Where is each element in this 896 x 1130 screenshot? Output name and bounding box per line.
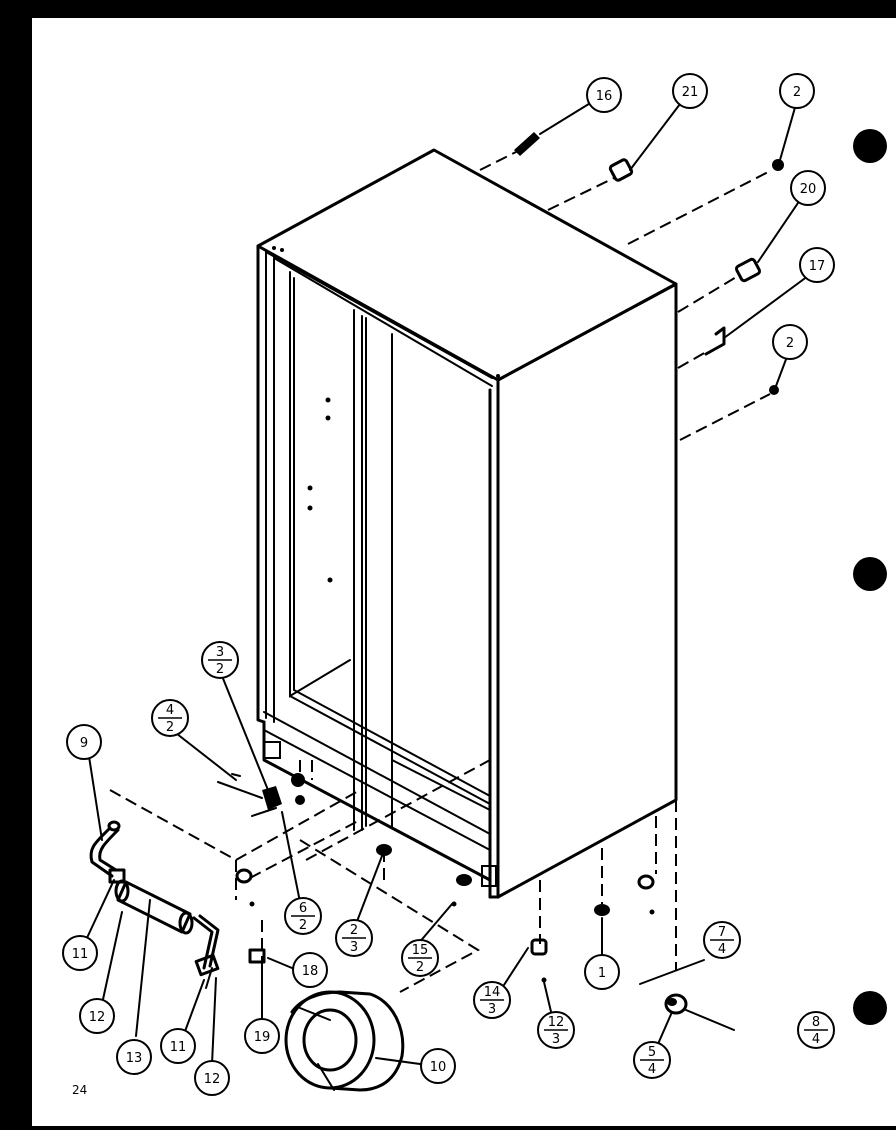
svg-text:11: 11 (72, 947, 89, 962)
svg-text:2: 2 (299, 918, 307, 933)
callout-4-over-2: 42 (151, 699, 189, 737)
svg-text:13: 13 (126, 1051, 143, 1066)
callout-17: 17 (799, 247, 835, 283)
svg-text:3: 3 (552, 1032, 560, 1047)
svg-text:2: 2 (416, 960, 424, 975)
callout-15-over-2: 152 (401, 939, 439, 977)
svg-text:3: 3 (216, 645, 224, 660)
cabinet-shell (256, 148, 678, 899)
feet-and-bumpers (235, 800, 677, 983)
callout-2-over-3: 23 (335, 919, 373, 957)
svg-text:11: 11 (170, 1040, 187, 1055)
binder-hole-bottom (853, 991, 887, 1025)
page-number: 24 (72, 1083, 87, 1097)
leveler-5 (639, 959, 735, 1031)
callout-11-left: 11 (62, 935, 98, 971)
svg-text:21: 21 (682, 85, 699, 100)
hinge-pin-16 (479, 101, 593, 171)
callout-8-over-4: 84 (797, 1011, 835, 1049)
callout-3-over-2: 32 (201, 641, 239, 679)
callout-14-over-3: 143 (473, 981, 511, 1019)
screw-2-top (627, 103, 797, 245)
svg-text:20: 20 (800, 182, 817, 197)
svg-text:3: 3 (488, 1002, 496, 1017)
hinge-assembly-bottom-left (217, 760, 305, 817)
callout-2-mid: 2 (772, 324, 808, 360)
svg-text:12: 12 (89, 1010, 106, 1025)
svg-text:3: 3 (350, 940, 358, 955)
svg-text:5: 5 (648, 1045, 656, 1060)
svg-text:15: 15 (412, 943, 429, 958)
callout-19: 19 (244, 1018, 280, 1054)
svg-text:8: 8 (812, 1015, 820, 1030)
svg-text:2: 2 (350, 923, 358, 938)
callout-10: 10 (420, 1048, 456, 1084)
svg-text:6: 6 (299, 901, 307, 916)
svg-text:17: 17 (809, 259, 826, 274)
insulation-ring-10 (284, 990, 405, 1092)
svg-text:18: 18 (302, 964, 319, 979)
bushing-20 (677, 199, 801, 313)
drain-tube-9 (89, 820, 121, 878)
callout-7-over-4: 74 (703, 921, 741, 959)
bushing-21 (547, 103, 681, 211)
binder-hole-middle (853, 557, 887, 591)
svg-text:2: 2 (793, 85, 801, 100)
svg-text:4: 4 (648, 1062, 656, 1077)
svg-text:1: 1 (598, 966, 606, 981)
screw-2-mid (679, 353, 789, 441)
svg-text:2: 2 (786, 336, 794, 351)
svg-text:10: 10 (430, 1060, 447, 1075)
svg-text:19: 19 (254, 1030, 271, 1045)
svg-text:9: 9 (80, 736, 88, 751)
binder-hole-top (853, 129, 887, 163)
callout-2-top: 2 (779, 73, 815, 109)
svg-text:12: 12 (548, 1015, 565, 1030)
svg-text:16: 16 (596, 89, 613, 104)
diagram-sheet (32, 18, 896, 1126)
svg-text:2: 2 (216, 662, 224, 677)
callout-16: 16 (586, 77, 622, 113)
callout-18: 18 (292, 952, 328, 988)
heater-13 (108, 868, 220, 989)
svg-text:12: 12 (204, 1072, 221, 1087)
svg-text:4: 4 (812, 1032, 820, 1047)
callout-12-left: 12 (79, 998, 115, 1034)
callout-1: 1 (584, 954, 620, 990)
callout-13: 13 (116, 1039, 152, 1075)
svg-text:7: 7 (718, 925, 726, 940)
svg-text:4: 4 (166, 703, 174, 718)
callout-21: 21 (672, 73, 708, 109)
callout-9: 9 (66, 724, 102, 760)
svg-text:2: 2 (166, 720, 174, 735)
callout-12-over-3: 123 (537, 1011, 575, 1049)
callout-12-right: 12 (194, 1060, 230, 1096)
callout-5-over-4: 54 (633, 1041, 671, 1079)
bracket-17 (677, 275, 809, 369)
callout-6-over-2: 62 (284, 897, 322, 935)
leader-lines (85, 675, 673, 1065)
svg-text:4: 4 (718, 942, 726, 957)
callout-20: 20 (790, 170, 826, 206)
svg-text:14: 14 (484, 985, 501, 1000)
callout-11-right: 11 (160, 1028, 196, 1064)
